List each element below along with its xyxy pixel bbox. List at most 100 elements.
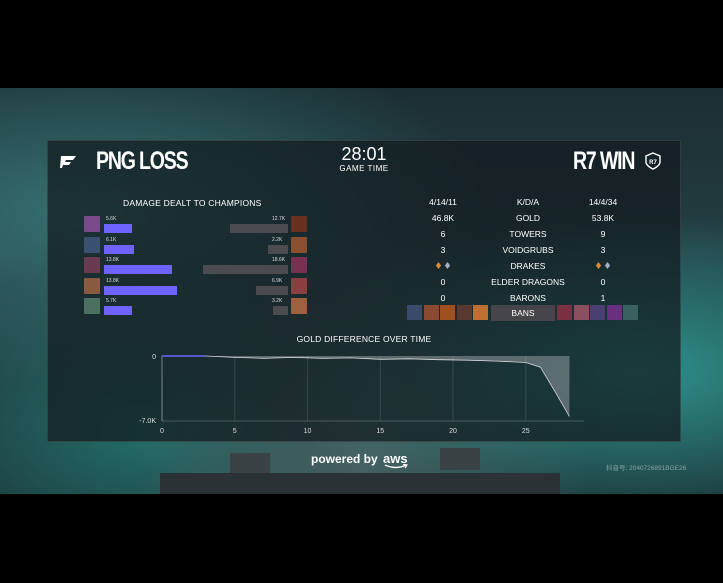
right-damage-bar xyxy=(203,265,288,274)
right-damage-value: 3.2K xyxy=(272,298,283,304)
watermark-text: 抖音号: 2040726891BGE26 xyxy=(606,465,687,472)
aws-sponsor-logo: powered by aws xyxy=(311,451,408,469)
elder-label: ELDER DRAGONS xyxy=(491,277,565,287)
left-damage-bar xyxy=(104,306,133,315)
right-damage-bar xyxy=(229,224,288,233)
right-champion-portrait xyxy=(291,298,307,314)
left-damage-value: 6.1K xyxy=(106,236,117,243)
bg-rock xyxy=(160,473,560,494)
right-champion-portrait xyxy=(291,236,307,253)
elder-row: 0 ELDER DRAGONS 0 xyxy=(48,277,680,291)
drakes-label: DRAKES xyxy=(510,261,546,271)
right-barons: 1 xyxy=(600,293,606,303)
towers-row: 6 TOWERS 9 xyxy=(48,229,680,243)
right-damage-value: 18.6K xyxy=(272,257,286,263)
right-kda: 14/4/34 xyxy=(588,197,618,207)
cloud-drake-icon xyxy=(604,262,611,269)
postgame-panel: PNG LOSS 28:01 GAME TIME R7 WIN R7 DAMAG… xyxy=(47,140,681,442)
left-damage-value: 5.6K xyxy=(106,216,117,222)
left-drakes xyxy=(408,261,478,271)
right-ban-champion-icon xyxy=(573,305,589,320)
aws-wordmark: aws xyxy=(383,451,408,466)
left-champion-portrait xyxy=(84,298,100,314)
x-tick-label: 10 xyxy=(304,428,312,435)
barons-label: BARONS xyxy=(510,293,546,303)
voidgrubs-row: 3 VOIDGRUBS 3 xyxy=(48,245,680,259)
bg-rock xyxy=(230,453,270,473)
gold-diff-area xyxy=(162,356,570,417)
left-damage-bar xyxy=(104,224,132,233)
y-tick-label-bottom: -7.0K xyxy=(139,418,156,425)
png-logo-icon xyxy=(60,155,78,169)
left-voidgrubs: 3 xyxy=(440,245,446,255)
drakes-row: DRAKES xyxy=(48,261,680,275)
x-tick-label: 25 xyxy=(522,428,530,435)
left-ban-champion-icon xyxy=(407,305,422,320)
right-team-name: R7 WIN xyxy=(573,147,635,175)
right-damage-bar xyxy=(268,244,288,254)
gold-chart-title: GOLD DIFFERENCE OVER TIME xyxy=(296,334,432,344)
left-elder: 0 xyxy=(440,277,446,287)
x-tick-label: 20 xyxy=(449,428,457,435)
drake-icon-shape xyxy=(435,262,442,269)
right-ban-champion-icon xyxy=(557,305,572,320)
drake-icon-shape xyxy=(444,262,451,269)
right-damage-bar xyxy=(273,306,288,315)
infernal-drake-icon xyxy=(435,262,442,269)
x-tick-label: 0 xyxy=(160,428,164,435)
kda-row: 4/14/11 K/D/A 14/4/34 xyxy=(48,197,680,211)
right-damage-value: 6.9K xyxy=(272,277,283,284)
right-damage-bar xyxy=(256,285,288,295)
y-tick-label-top: 0 xyxy=(152,354,156,361)
powered-by-text: powered by xyxy=(311,452,378,466)
right-ban-champion-icon xyxy=(590,305,605,320)
right-champion-portrait xyxy=(291,257,307,273)
drake-icon-shape xyxy=(604,262,611,269)
left-champion-portrait xyxy=(84,257,100,273)
bans-label: BANS xyxy=(491,305,555,321)
left-champion-portrait xyxy=(84,236,100,253)
drake-icon-shape xyxy=(595,262,602,269)
right-champion-portrait xyxy=(291,277,307,294)
towers-label: TOWERS xyxy=(509,229,547,239)
x-tick-label: 5 xyxy=(233,428,237,435)
cloud-drake-icon xyxy=(444,262,451,269)
damage-title: DAMAGE DEALT TO CHAMPIONS xyxy=(123,198,262,208)
right-drakes xyxy=(568,261,638,271)
gold-diff-line xyxy=(162,355,570,417)
left-barons: 0 xyxy=(440,293,446,303)
right-damage-value: 12.7K xyxy=(272,216,286,222)
left-team-name: PNG LOSS xyxy=(96,147,189,175)
left-ban-champion-icon xyxy=(440,305,455,320)
left-gold: 46.8K xyxy=(431,213,455,223)
svg-text:R7: R7 xyxy=(649,160,657,166)
right-gold: 53.8K xyxy=(591,213,615,223)
bg-rock xyxy=(440,448,480,470)
right-ban-champion-icon xyxy=(606,305,622,320)
left-kda: 4/14/11 xyxy=(429,197,457,207)
r7-logo-icon: R7 xyxy=(644,152,662,170)
infernal-drake-icon xyxy=(595,262,602,269)
voidgrubs-label: VOIDGRUBS xyxy=(502,245,554,255)
left-champion-portrait xyxy=(84,277,100,294)
gold-row: 46.8K GOLD 53.8K xyxy=(48,213,680,227)
left-damage-bar xyxy=(104,285,178,295)
aws-smile-icon xyxy=(384,464,408,469)
right-champion-portrait xyxy=(291,216,307,232)
gold-label: GOLD xyxy=(515,213,541,223)
game-time-label: GAME TIME xyxy=(339,164,389,173)
right-towers: 9 xyxy=(600,229,606,239)
kda-label: K/D/A xyxy=(516,197,540,207)
game-clock: 28:01 GAME TIME xyxy=(314,141,414,177)
right-ban-champion-icon xyxy=(623,305,638,320)
left-ban-champion-icon xyxy=(456,305,472,320)
right-damage-value: 2.2K xyxy=(272,236,283,243)
left-damage-value: 5.7K xyxy=(106,298,117,304)
left-damage-bar xyxy=(104,244,135,254)
left-ban-champion-icon xyxy=(423,305,439,320)
left-towers: 6 xyxy=(440,229,446,239)
game-time-value: 28:01 xyxy=(341,144,387,164)
left-damage-bar xyxy=(104,265,173,274)
bans-row: BANS xyxy=(407,305,640,321)
